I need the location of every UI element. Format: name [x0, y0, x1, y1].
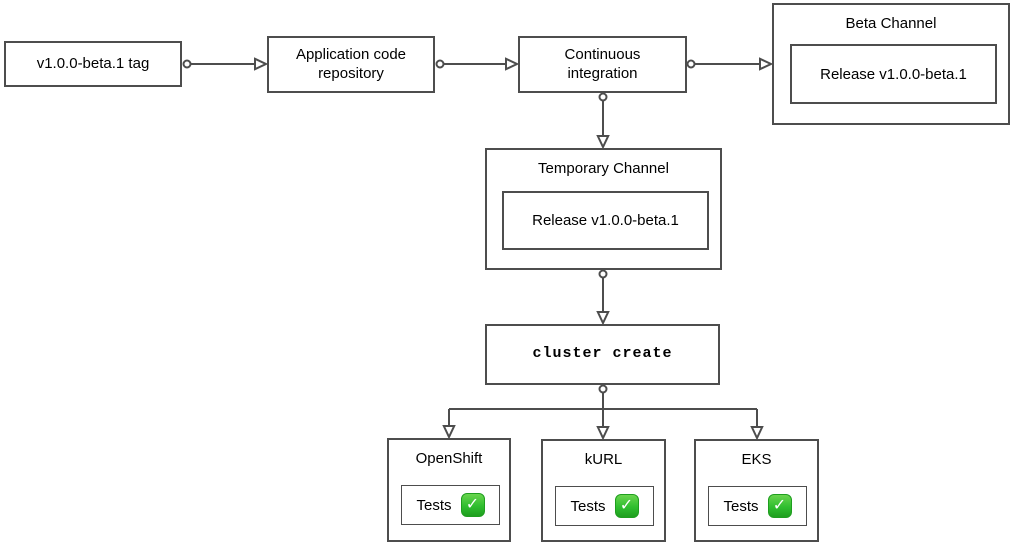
connector-temp-to-cluster-create — [596, 269, 610, 326]
openshift-title: OpenShift — [415, 450, 483, 467]
node-application-code-repository: Application code repository — [267, 36, 435, 93]
connector-ci-to-temp — [596, 92, 610, 150]
beta-channel-release-box: Release v1.0.0-beta.1 — [790, 44, 997, 104]
container-temporary-channel: Temporary Channel Release v1.0.0-beta.1 — [485, 148, 722, 270]
connector-cluster-create-to-clusters — [442, 384, 764, 441]
cluster-create-label: cluster create — [532, 345, 673, 363]
eks-tests-label: Tests — [723, 497, 759, 515]
temporary-channel-release-label: Release v1.0.0-beta.1 — [532, 212, 679, 229]
check-icon: ✓ — [767, 494, 792, 518]
container-beta-channel: Beta Channel Release v1.0.0-beta.1 — [772, 3, 1010, 125]
connector-repo-to-ci — [435, 57, 520, 71]
temporary-channel-release-box: Release v1.0.0-beta.1 — [502, 191, 709, 250]
version-tag-label: v1.0.0-beta.1 tag — [36, 54, 150, 72]
container-eks: EKS Tests ✓ — [694, 439, 819, 542]
beta-channel-title: Beta Channel — [845, 15, 937, 32]
node-continuous-integration: Continuous integration — [518, 36, 687, 93]
kurl-title: kURL — [584, 451, 623, 468]
eks-tests-box: Tests ✓ — [708, 486, 807, 526]
node-version-tag: v1.0.0-beta.1 tag — [4, 41, 182, 87]
check-icon: ✓ — [460, 493, 485, 517]
kurl-tests-box: Tests ✓ — [555, 486, 654, 526]
openshift-tests-label: Tests — [416, 496, 452, 514]
kurl-tests-label: Tests — [570, 497, 606, 515]
connector-ci-to-beta — [686, 57, 774, 71]
application-code-repository-label: Application code repository — [295, 45, 407, 82]
connector-tag-to-repo — [182, 57, 269, 71]
eks-title: EKS — [741, 451, 772, 468]
container-kurl: kURL Tests ✓ — [541, 439, 666, 542]
node-cluster-create: cluster create — [485, 324, 720, 385]
container-openshift: OpenShift Tests ✓ — [387, 438, 511, 542]
check-icon: ✓ — [614, 494, 639, 518]
continuous-integration-label: Continuous integration — [564, 45, 641, 82]
beta-channel-release-label: Release v1.0.0-beta.1 — [820, 65, 967, 83]
openshift-tests-box: Tests ✓ — [401, 485, 500, 525]
temporary-channel-title: Temporary Channel — [538, 160, 669, 177]
